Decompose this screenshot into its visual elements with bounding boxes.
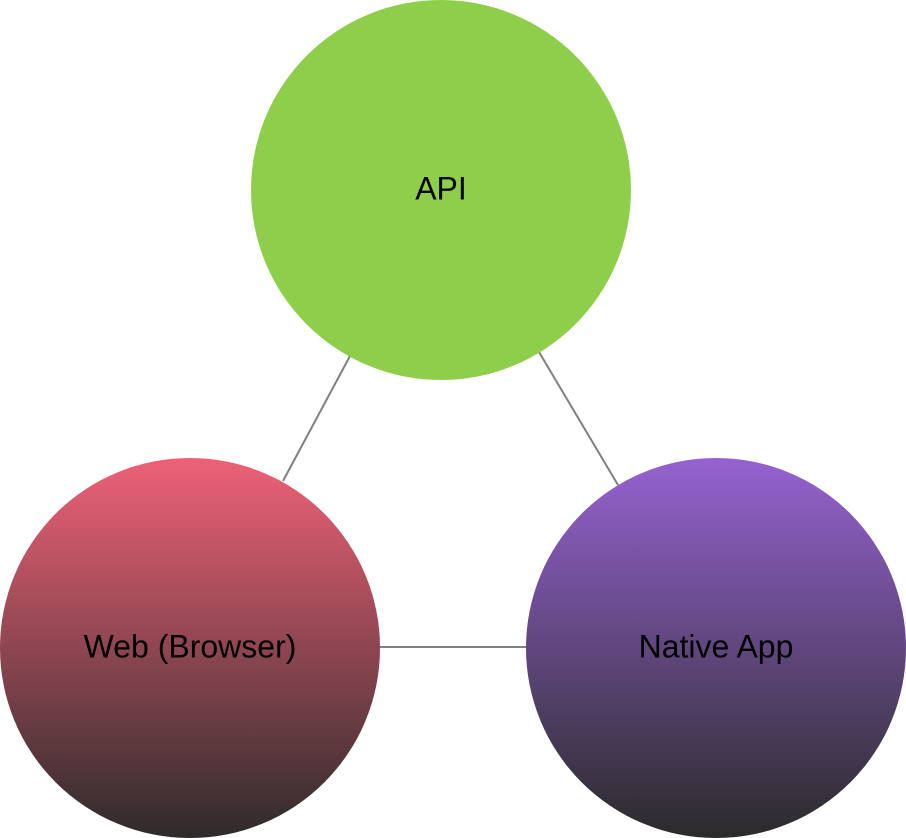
node-native-circle: [526, 458, 906, 838]
node-web-circle: [0, 458, 380, 838]
edge-api-native: [538, 351, 619, 486]
node-api-label: API: [415, 170, 467, 206]
node-api-circle: [251, 0, 631, 380]
node-native: Native App: [526, 458, 906, 838]
node-native-label: Native App: [639, 628, 794, 664]
node-web: Web (Browser): [0, 458, 380, 838]
node-web-label: Web (Browser): [84, 628, 297, 664]
node-api: API: [251, 0, 631, 380]
edge-api-web: [282, 355, 351, 482]
